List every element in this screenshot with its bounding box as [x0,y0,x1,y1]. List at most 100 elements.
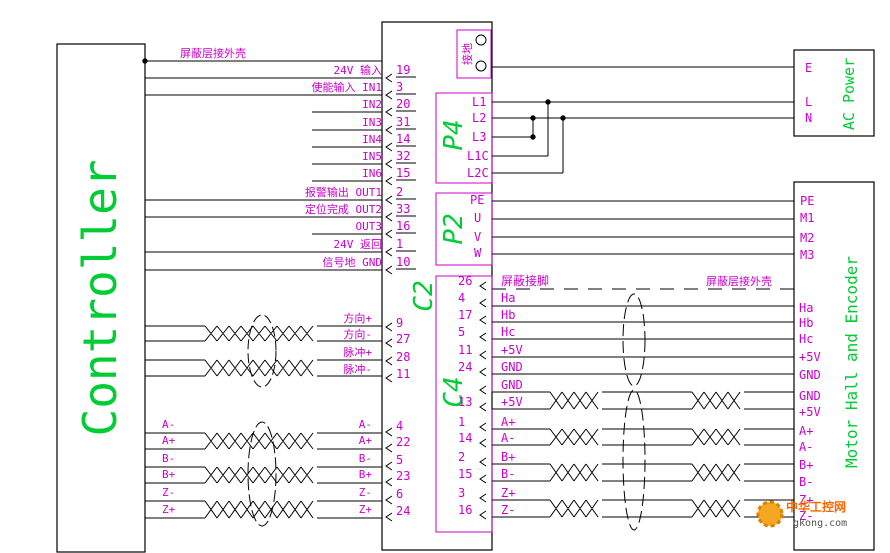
connector-c2-label: C2 [409,280,439,311]
c4-signal-label: B+ [501,450,515,464]
p2-terminal-w: W [474,246,482,260]
pin-number: 23 [396,469,410,483]
encoder-right-label: Z- [359,486,372,499]
earth-terminal-icon [475,60,487,72]
pin-number: 28 [396,350,410,364]
power-wiring [492,66,794,255]
ac-terminal-n: N [805,111,812,125]
connector-arrow [479,298,487,308]
twisted-pair [549,499,599,518]
c4-pin-number: 16 [458,503,472,517]
encoder-signal-group: A-A-4A+A+22B-B-5B+B+23Z-Z-6Z+Z+24 [145,418,410,527]
connector-arrow [479,332,487,342]
motor-signal-label: Ha [799,301,813,315]
motor-signal-label: Hc [799,332,813,346]
shield-ellipse [622,389,646,531]
c4-pin-number: 11 [458,343,472,357]
connector-arrow [385,265,393,275]
twisted-pair [691,428,741,446]
twisted-pair [549,428,599,446]
connector-arrow [479,493,487,503]
motor-signal-label: Z- [799,509,813,523]
connector-arrow [385,159,393,169]
connector-arrow [479,385,487,395]
c4-pin-number: 15 [458,467,472,481]
connector-arrow [479,510,487,520]
c4-pin-number: 4 [458,291,465,305]
signal-label: IN5 [362,150,382,163]
c4-pin-number: 14 [458,431,472,445]
c4-pin-number: 24 [458,360,472,374]
signal-label: IN2 [362,98,382,111]
motor-signal-label: Z+ [799,493,813,507]
motor-terminal-pe: PE [800,194,814,208]
motor-signal-label: +5V [799,350,821,364]
c4-pin-number: 13 [458,395,472,409]
gear-icon [756,500,784,528]
c4-signal-label: Z- [501,503,515,517]
motor-terminal-m1: M1 [800,211,814,225]
motor-signal-label: A+ [799,424,813,438]
connector-arrow [385,495,393,505]
connector-arrow [479,438,487,448]
pulse-label: 脉冲+ [343,345,372,359]
connector-arrow [385,477,393,487]
shield-wiring [142,58,794,290]
twisted-pair [549,391,599,410]
pin-number: 5 [396,453,403,467]
c4-signal-label: GND [501,360,523,374]
pin-number: 16 [396,219,410,233]
controller-title: Controller [73,160,127,437]
c4-signal-label: 屏蔽接脚 [501,273,549,288]
p4-terminal-l2: L2 [472,111,486,125]
c4-pin-number: 26 [458,274,472,288]
connector-arrow [385,73,393,83]
motor-signal-label: GND [799,389,821,403]
encoder-right-label: B+ [359,468,373,481]
connector-arrow [385,195,393,205]
motor-signal-label: Hb [799,316,813,330]
c4-signal-label: Hc [501,325,515,339]
connector-arrow [385,338,393,348]
encoder-left-label: B+ [162,468,176,481]
encoder-left-label: Z- [162,486,175,499]
pin-number: 27 [396,332,410,346]
encoder-left-label: A+ [162,434,176,447]
motor-signal-label: +5V [799,405,821,419]
c4-pin-number: 2 [458,450,465,464]
motor-title: Motor Hall and Encoder [842,256,861,468]
ground-label: 接地 [461,43,474,65]
connector-arrow [385,212,393,222]
drive-block: 接地 C2 C4 P4 P2 L1 L2 L3 L1C L2C PE U V W [381,21,493,551]
encoder-left-label: A- [162,418,175,431]
motor-shield-label: 屏蔽层接外壳 [706,274,772,288]
twisted-pair [204,500,314,519]
connector-c4-label: C4 [439,376,469,407]
twisted-pair [204,466,314,484]
shield-ellipse [247,314,277,388]
twisted-pair [204,359,314,377]
p2-terminal-u: U [474,211,481,225]
motor-signal-label: B- [799,475,813,489]
connector-arrow [385,142,393,152]
encoder-left-label: Z+ [162,503,176,516]
c4-signal-label: A+ [501,415,515,429]
ac-terminal-e: E [805,61,812,75]
c4-signal-label: +5V [501,395,523,409]
twisted-pair [691,499,741,518]
connector-p4-label: P4 [439,119,469,150]
ac-power-title: AC Power [840,58,858,130]
shield-ellipse [247,421,277,527]
motor-terminal-m2: M2 [800,231,814,245]
encoder-right-label: Z+ [359,503,373,516]
watermark-url: gkong.com [793,518,847,529]
ac-terminal-l: L [805,95,812,109]
c4-signal-label: Hb [501,308,515,322]
pin-number: 15 [396,166,410,180]
shield-ellipse [622,293,646,387]
signal-label: IN4 [362,133,382,146]
